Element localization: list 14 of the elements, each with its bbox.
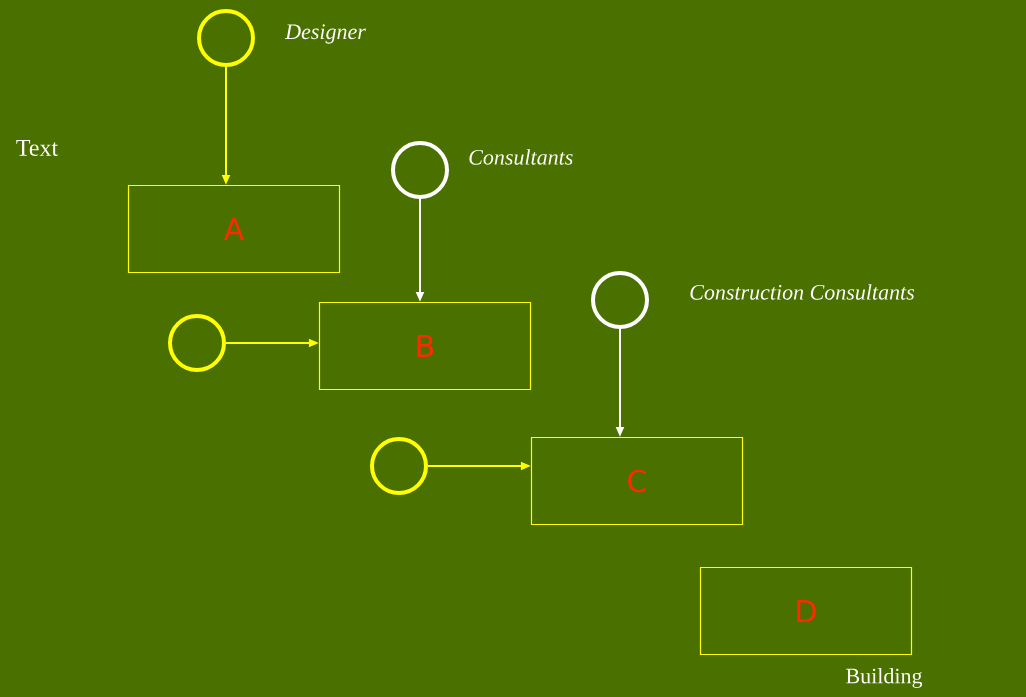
circle-symbol: [197, 9, 255, 67]
process-box: C: [530, 436, 744, 526]
process-box: A: [127, 184, 341, 274]
node-label: Designer: [284, 24, 366, 44]
process-box: B: [318, 301, 532, 391]
circle-symbol: [370, 437, 428, 495]
circle-symbol: [591, 271, 649, 329]
node-label: Consultants: [469, 149, 573, 165]
node-label: Construction Consultants: [690, 284, 915, 300]
note: Text: [16, 140, 59, 156]
process-box: D: [699, 566, 913, 656]
circle-symbol: [168, 314, 226, 372]
circle-symbol: [391, 141, 449, 199]
node-label: Building: [846, 668, 923, 688]
